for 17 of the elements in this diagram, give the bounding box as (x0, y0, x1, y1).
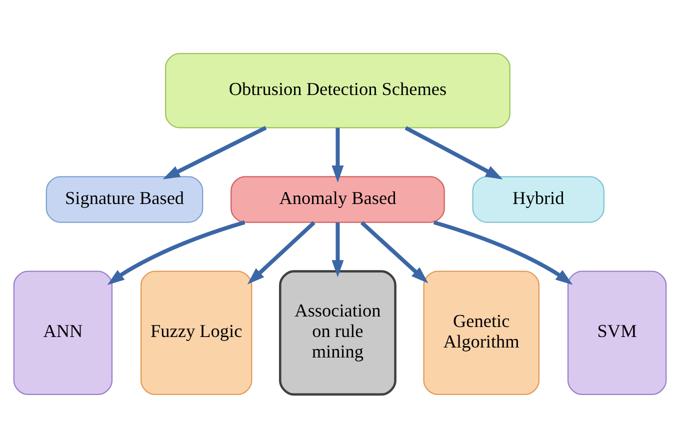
node-box: Fuzzy Logic (140, 270, 252, 394)
arrow (106, 220, 245, 284)
arrow (331, 127, 344, 182)
node-box: Genetic Algorithm (422, 270, 540, 394)
node-box: Signature Based (45, 176, 203, 222)
arrow (246, 220, 315, 284)
node-box: ANN (12, 270, 112, 394)
arrow (360, 220, 428, 283)
node-box: SVM (566, 270, 666, 394)
node-box: Hybrid (472, 176, 604, 222)
arrow (404, 126, 502, 179)
node-box: Anomaly Based (230, 176, 444, 222)
arrow (162, 125, 266, 179)
node-box: Obtrusion Detection Schemes (164, 52, 510, 128)
node-box: Association on rule mining (278, 270, 396, 396)
arrow (331, 222, 344, 277)
arrow (432, 220, 572, 284)
